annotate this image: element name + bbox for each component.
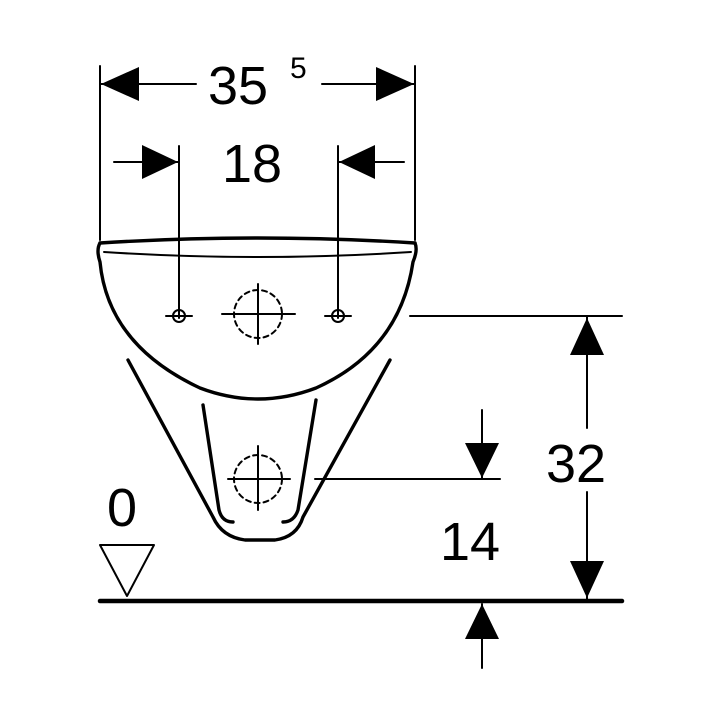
trapway-right bbox=[281, 398, 318, 524]
bolt-arrowhead-right bbox=[339, 145, 375, 179]
height-dimension: 32 bbox=[409, 315, 623, 601]
rim-inner bbox=[103, 251, 412, 258]
toilet-body bbox=[96, 236, 418, 542]
overall-width-superscript: 5 bbox=[290, 52, 307, 85]
drain-height-label: 14 bbox=[440, 512, 500, 572]
drain-outlet-symbol bbox=[227, 445, 291, 511]
bowl-outline bbox=[96, 241, 418, 401]
height-arrowhead-top bbox=[570, 318, 604, 355]
overall-width-dimension: 35 5 bbox=[99, 52, 416, 241]
rim-top bbox=[98, 236, 417, 245]
height-label: 32 bbox=[546, 434, 606, 494]
height-arrowhead-bottom bbox=[570, 561, 604, 598]
trapway-left bbox=[201, 403, 235, 524]
bolt-arrowhead-left bbox=[142, 145, 178, 179]
floor-level-label: 0 bbox=[107, 478, 137, 538]
bolt-spacing-label: 18 bbox=[222, 134, 282, 194]
floor-level-marker: 0 bbox=[99, 478, 155, 597]
lower-body-outline bbox=[126, 358, 392, 542]
bolt-hole-right bbox=[324, 309, 352, 323]
drain-height-dimension: 14 bbox=[314, 409, 501, 669]
arrowhead-right bbox=[376, 67, 414, 101]
bolt-spacing-dimension: 18 bbox=[113, 134, 405, 319]
water-inlet-symbol bbox=[221, 283, 296, 345]
drain-arrowhead-bottom bbox=[465, 604, 499, 639]
level-triangle-icon bbox=[99, 544, 155, 597]
overall-width-label: 35 bbox=[208, 56, 268, 116]
drain-arrowhead-top bbox=[465, 443, 499, 478]
bolt-hole-left bbox=[165, 309, 193, 323]
arrowhead-left bbox=[101, 67, 139, 101]
